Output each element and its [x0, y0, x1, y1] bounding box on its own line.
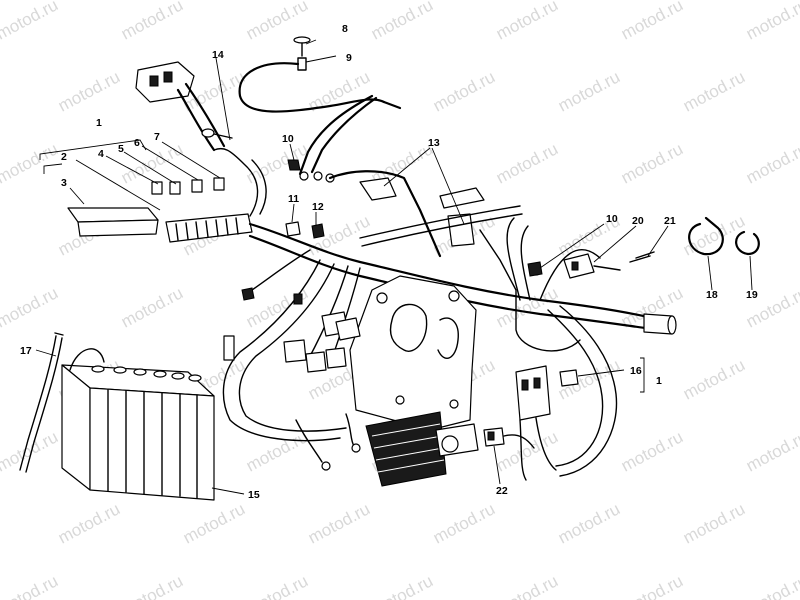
small-parts: [527, 255, 651, 277]
breather-tube: [19, 332, 64, 473]
callout-7: 7: [154, 131, 160, 143]
callout-labels: 1 1 2 3 4 5 6 7 8 9 10 10 11 12 13 14 15…: [20, 23, 758, 501]
harness-plug: [643, 313, 677, 335]
callout-1-right: 1: [656, 375, 662, 387]
watermark-text: motod.ru: [118, 571, 186, 600]
watermark-text: motod.ru: [680, 67, 748, 115]
watermark-text: motod.ru: [680, 355, 748, 403]
callout-12: 12: [312, 201, 324, 213]
callout-15: 15: [248, 489, 260, 501]
mounting-plate: [349, 275, 477, 431]
callout-6: 6: [134, 137, 140, 149]
watermark-text: motod.ru: [743, 139, 800, 187]
fuse-box: [67, 177, 253, 243]
leader-lines: [35, 39, 753, 495]
callout-18: 18: [706, 289, 718, 301]
watermark-text: motod.ru: [243, 571, 311, 600]
callout-10: 10: [282, 133, 294, 145]
watermark-text: motod.ru: [305, 499, 373, 547]
watermark-text: motod.ru: [55, 499, 123, 547]
bolts: [285, 221, 325, 239]
watermark-text: motod.ru: [493, 571, 561, 600]
watermark-text: motod.ru: [555, 499, 623, 547]
sensor-connector: [483, 427, 535, 449]
watermark-text: motod.ru: [680, 499, 748, 547]
watermark-text: motod.ru: [0, 571, 61, 600]
retaining-clips: [688, 216, 760, 256]
callout-14: 14: [212, 49, 224, 61]
watermark-text: motod.ru: [743, 427, 800, 475]
watermark-text: motod.ru: [618, 139, 686, 187]
callout-21: 21: [664, 215, 676, 227]
callout-8: 8: [342, 23, 348, 35]
voltage-regulator: [365, 411, 479, 487]
watermark-text: motod.ru: [368, 0, 436, 44]
callout-17: 17: [20, 345, 32, 357]
watermark-text: motod.ru: [55, 67, 123, 115]
watermark-text: motod.ru: [0, 0, 61, 44]
watermark-text: motod.ru: [0, 139, 61, 187]
callout-9: 9: [346, 52, 352, 64]
callout-20: 20: [632, 215, 644, 227]
watermark-text: motod.ru: [118, 283, 186, 331]
screw: [201, 128, 233, 139]
callout-11: 11: [288, 193, 299, 205]
watermark-text: motod.ru: [243, 139, 311, 187]
watermark-text: motod.ru: [743, 0, 800, 44]
battery-cables: [287, 94, 442, 258]
switch-connector: [530, 251, 655, 279]
watermark-text: motod.ru: [493, 0, 561, 44]
watermark-text: motod.ru: [555, 67, 623, 115]
callout-5: 5: [118, 143, 124, 155]
relay-connectors: [223, 311, 361, 373]
callout-4: 4: [98, 148, 104, 160]
watermark-text: motod.ru: [743, 571, 800, 600]
ground-cable: [238, 36, 402, 113]
watermark-text: motod.ru: [430, 67, 498, 115]
watermark-text: motod.ru: [430, 499, 498, 547]
callout-1: 1: [96, 117, 102, 129]
callout-2: 2: [61, 151, 67, 163]
ground-wires: [241, 287, 361, 471]
callout-19: 19: [746, 289, 758, 301]
watermark-text: motod.ru: [618, 0, 686, 44]
relay-module: [515, 365, 579, 481]
watermark-text: motod.ru: [180, 499, 248, 547]
battery: [61, 348, 215, 501]
callout-22: 22: [496, 485, 508, 497]
watermark-text: motod.ru: [118, 0, 186, 44]
callout-10-right: 10: [606, 213, 618, 225]
callout-13: 13: [428, 137, 440, 149]
multi-pin-connector: [135, 61, 226, 152]
watermark-text: motod.ru: [618, 571, 686, 600]
watermark-text: motod.ru: [368, 571, 436, 600]
watermark-text: motod.ru: [0, 427, 61, 475]
callout-3: 3: [61, 177, 67, 189]
callout-16: 16: [630, 365, 642, 377]
frame-tube: [359, 205, 523, 247]
watermark-text: motod.ru: [0, 283, 61, 331]
watermark-text: motod.ru: [493, 139, 561, 187]
watermark-text: motod.ru: [243, 427, 311, 475]
watermark-text: motod.ru: [618, 427, 686, 475]
